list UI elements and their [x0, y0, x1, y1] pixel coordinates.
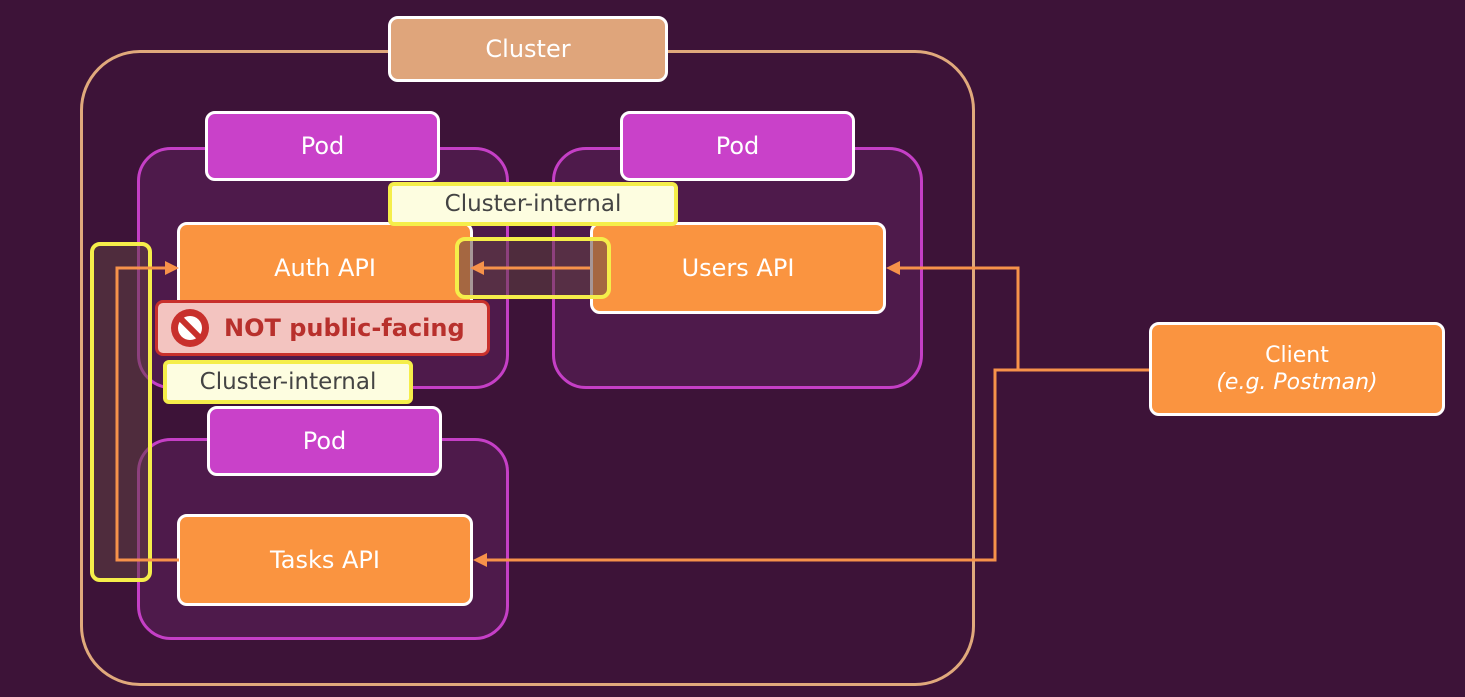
arrowhead-icon [886, 261, 900, 275]
pod-label-users-text: Pod [715, 132, 760, 160]
pod-label-auth-text: Pod [300, 132, 345, 160]
users-api-box: Users API [590, 222, 886, 314]
cluster-internal-label-top: Cluster-internal [388, 182, 678, 226]
cluster-internal-highlight-vertical [90, 242, 152, 582]
connector-tasks-to-auth [115, 266, 179, 562]
not-public-facing-badge: NOT public-facing [155, 300, 490, 356]
cluster-internal-text-top: Cluster-internal [444, 191, 622, 217]
tasks-api-label: Tasks API [270, 546, 380, 574]
arrowhead-icon [470, 261, 484, 275]
users-api-label: Users API [681, 254, 795, 282]
pod-label-auth: Pod [205, 111, 440, 181]
arrowhead-icon [165, 261, 179, 275]
cluster-label-text: Cluster [485, 35, 571, 63]
not-public-facing-text: NOT public-facing [224, 314, 465, 342]
cluster-internal-text-left: Cluster-internal [199, 369, 377, 395]
tasks-api-box: Tasks API [177, 514, 473, 606]
pod-label-tasks: Pod [207, 406, 442, 476]
client-label: Client [1265, 342, 1329, 368]
auth-api-label: Auth API [274, 254, 376, 282]
auth-api-box: Auth API [177, 222, 473, 314]
connector-client-to-tasks [485, 368, 1149, 562]
cluster-internal-label-left: Cluster-internal [163, 360, 413, 404]
pod-label-tasks-text: Pod [302, 427, 347, 455]
prohibited-icon [171, 309, 209, 347]
client-box: Client (e.g. Postman) [1149, 322, 1445, 416]
cluster-label: Cluster [388, 16, 668, 82]
arrowhead-icon [473, 553, 487, 567]
connector-client-to-users [898, 266, 1149, 372]
pod-label-users: Pod [620, 111, 855, 181]
client-example-label: (e.g. Postman) [1216, 370, 1378, 395]
